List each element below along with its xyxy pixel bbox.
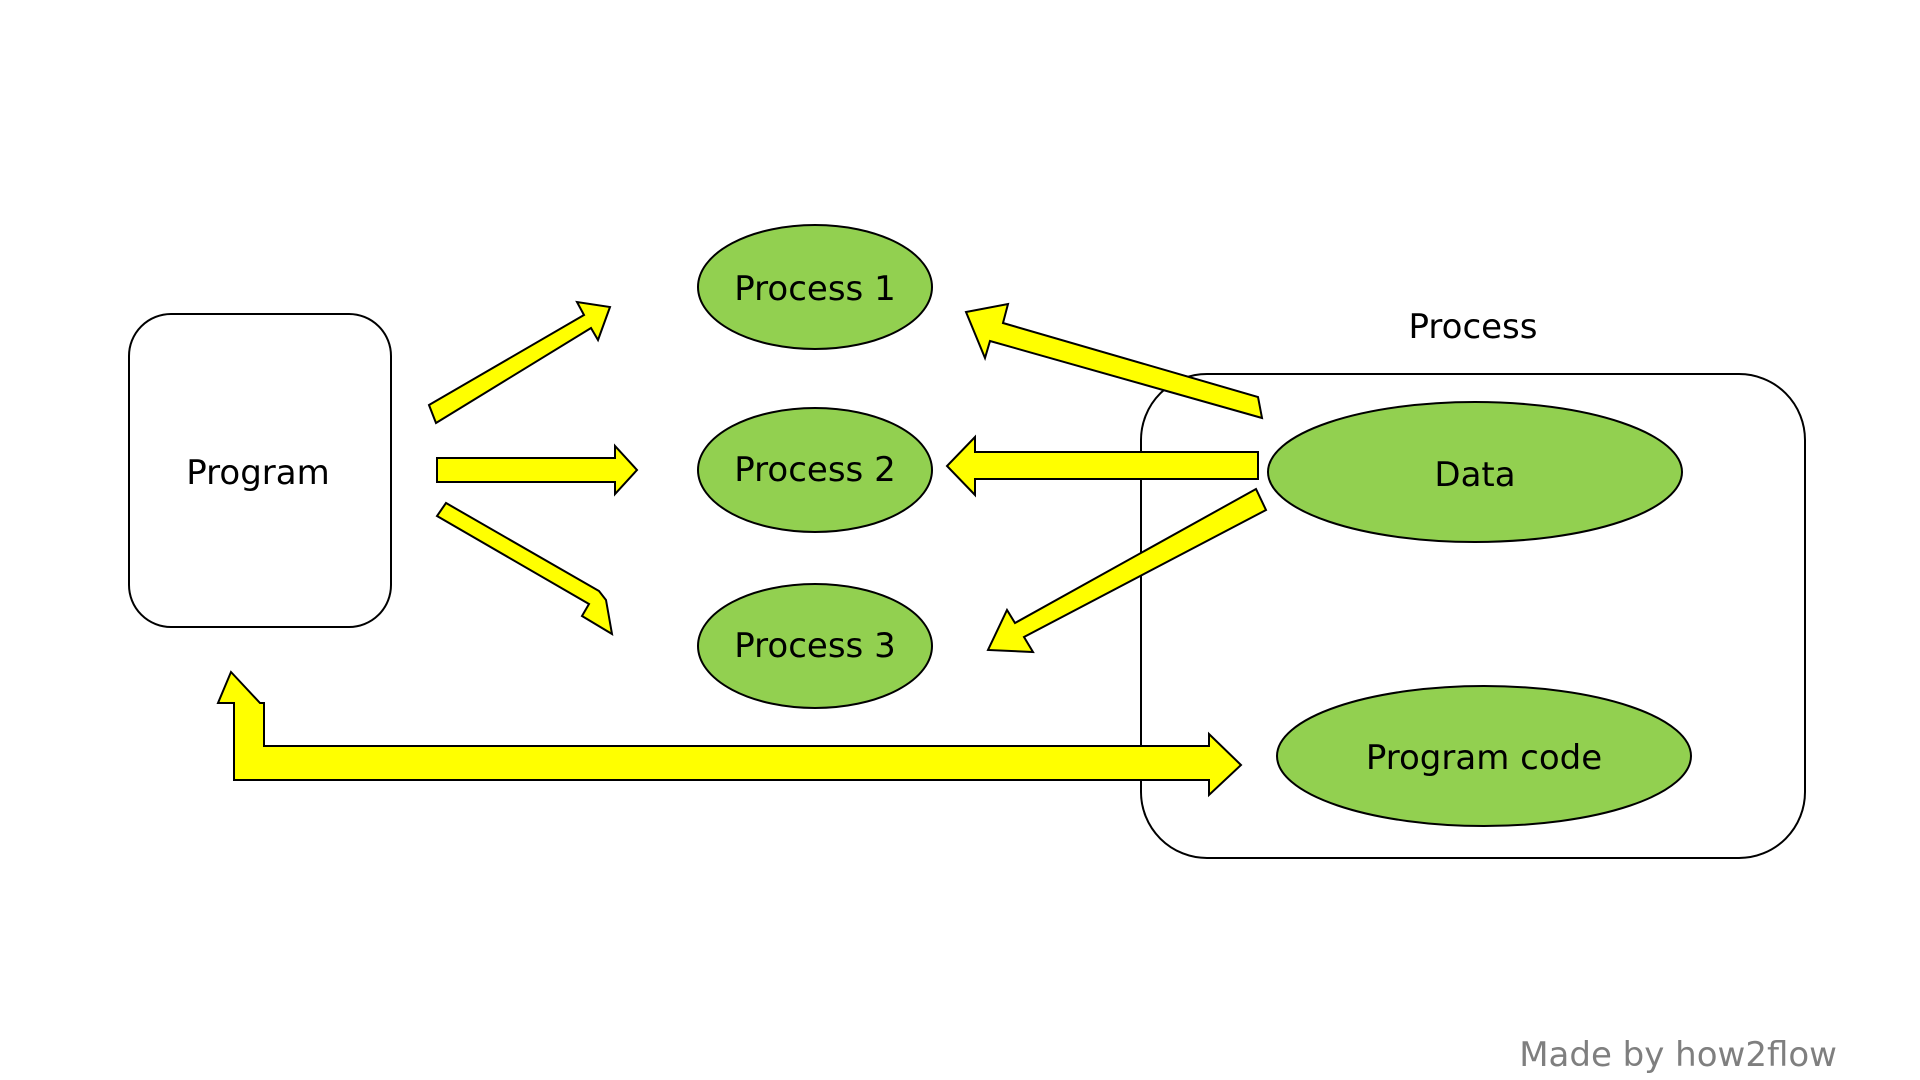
process-2-label: Process 2: [734, 450, 895, 490]
process-group-label: Process: [1409, 307, 1538, 347]
process-1-node: [697, 224, 933, 350]
arrow-program-to-process-1: [427, 300, 612, 425]
program-code-node-label: Program code: [1366, 738, 1602, 778]
program-node: [128, 313, 392, 628]
made-by-credit: Made by how2flow: [1519, 1035, 1837, 1075]
arrow-program-to-process-2: [436, 443, 639, 497]
program-node-label: Program: [186, 453, 329, 493]
process-3-node: [697, 583, 933, 709]
process-3-label: Process 3: [734, 626, 895, 666]
data-node: [1267, 401, 1683, 543]
process-1-label: Process 1: [734, 269, 895, 309]
process-2-node: [697, 407, 933, 533]
arrow-program-to-program-code: [216, 670, 1243, 798]
arrow-data-to-process-2: [945, 434, 1259, 498]
arrow-program-to-process-3: [435, 501, 614, 636]
arrow-data-to-process-1: [964, 302, 1264, 420]
data-node-label: Data: [1434, 455, 1515, 495]
arrow-data-to-process-3: [986, 487, 1268, 654]
program-code-node: [1276, 685, 1692, 827]
